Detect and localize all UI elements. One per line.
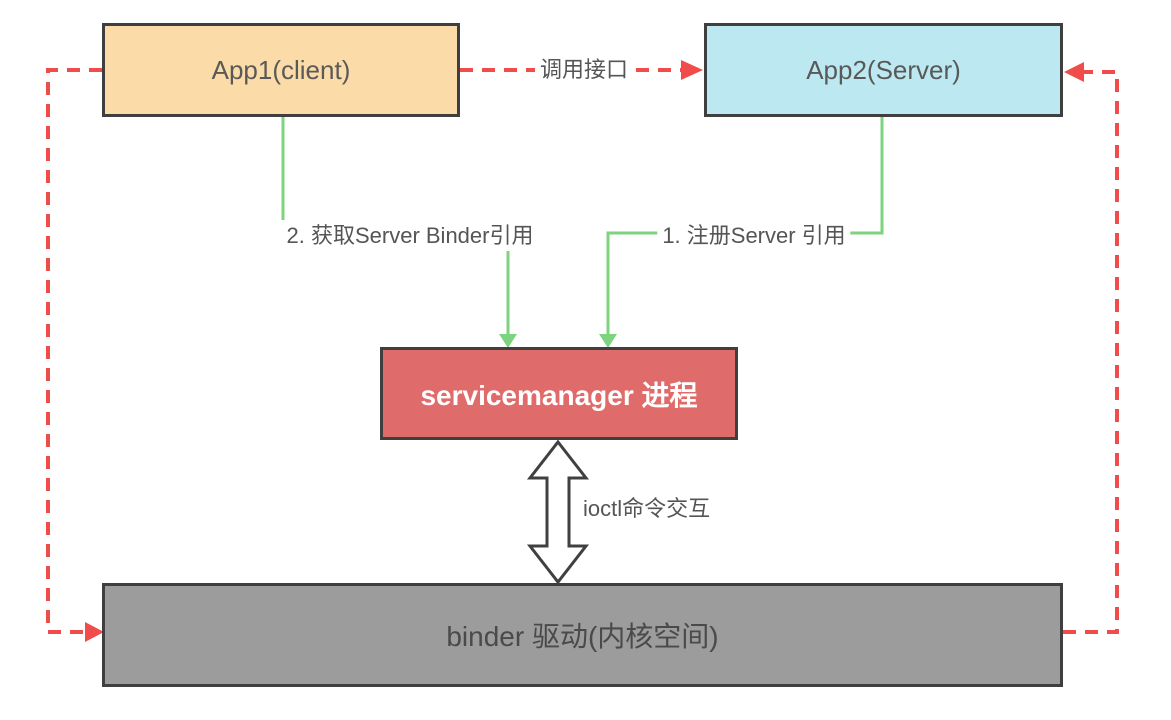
call-interface-edge-label: 调用接口 bbox=[534, 55, 634, 85]
node-app2-label: App2(Server) bbox=[806, 54, 961, 85]
ioctl-double-arrow-icon bbox=[526, 439, 590, 585]
client-to-binder-edge-line bbox=[46, 68, 102, 634]
register-ref-arrowhead-icon bbox=[599, 334, 617, 348]
node-app1-label: App1(client) bbox=[211, 54, 351, 85]
node-binder-label: binder 驱动(内核空间) bbox=[446, 621, 719, 652]
client-to-binder-arrowhead-icon bbox=[85, 622, 104, 642]
node-app2-server: App2(Server) bbox=[704, 23, 1063, 117]
get-binder-ref-edge-label: 2. 获取Server Binder引用 bbox=[281, 221, 539, 251]
register-ref-edge-label: 1. 注册Server 引用 bbox=[657, 221, 851, 251]
binder-to-server-arrowhead-icon bbox=[1064, 62, 1084, 82]
binder-to-server-edge-line bbox=[1063, 70, 1119, 634]
node-binder-driver-kernel: binder 驱动(内核空间) bbox=[102, 583, 1063, 687]
node-app1-client: App1(client) bbox=[102, 23, 460, 117]
node-servicemanager-label: servicemanager 进程 bbox=[420, 379, 698, 411]
node-servicemanager-process: servicemanager 进程 bbox=[380, 347, 738, 440]
call-interface-arrowhead-icon bbox=[681, 60, 703, 80]
ioctl-edge-label: ioctl命令交互 bbox=[583, 494, 716, 524]
get-binder-ref-arrowhead-icon bbox=[499, 334, 517, 348]
